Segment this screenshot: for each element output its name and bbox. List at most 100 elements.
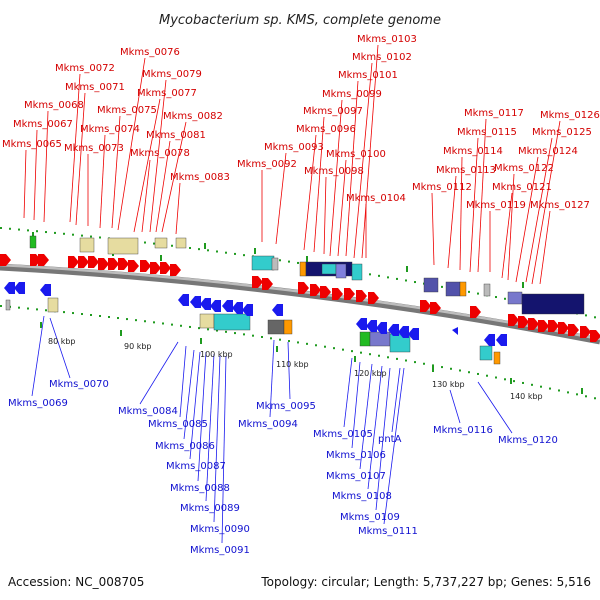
forward-gene-arrow: [108, 258, 119, 270]
forward-gene-arrow: [518, 316, 529, 328]
guide-dot: [216, 250, 218, 253]
scale-tick: [40, 322, 42, 328]
gene-label: Mkms_0092: [237, 159, 297, 170]
gene-label: Mkms_0079: [142, 69, 202, 80]
guide-dot: [504, 378, 506, 381]
reverse-gene-arrow: [398, 326, 409, 338]
gene-label: Mkms_0122: [494, 163, 554, 174]
gene-label: Mkms_0099: [322, 89, 382, 100]
forward-gene-arrow: [356, 290, 367, 302]
gene-label: Mkms_0067: [13, 119, 73, 130]
reverse-gene-arrow: [366, 320, 377, 332]
scale-tick: [160, 255, 162, 261]
guide-dot: [117, 317, 119, 320]
guide-dot: [297, 261, 299, 264]
guide-dot: [72, 312, 74, 315]
guide-dot: [63, 232, 65, 235]
leader-line: [449, 389, 461, 424]
gene-label: Mkms_0117: [464, 108, 524, 119]
guide-dot: [441, 285, 443, 288]
guide-dot: [477, 292, 479, 295]
guide-dot: [72, 233, 74, 236]
gene-features: [5, 235, 585, 365]
guide-dot: [243, 254, 245, 257]
leader-line: [469, 137, 479, 273]
forward-gene-arrow: [38, 254, 49, 266]
guide-dot: [288, 260, 290, 263]
guide-dot: [189, 246, 191, 249]
guide-dot: [225, 251, 227, 254]
feature-box: [5, 299, 11, 311]
label-leaders: [23, 44, 561, 544]
leader-line: [69, 73, 81, 223]
leader-line: [303, 134, 317, 251]
guide-dot: [0, 305, 2, 307]
feature-box: [493, 351, 501, 365]
guide-dot: [387, 276, 389, 279]
guide-dot: [90, 235, 92, 238]
forward-gene-arrow: [68, 256, 79, 268]
leader-line: [447, 175, 457, 269]
scale-tick: [432, 366, 434, 372]
gene-label: Mkms_0065: [2, 139, 62, 150]
gene-label: Mkms_0083: [170, 172, 230, 183]
guide-dot: [468, 371, 470, 374]
guide-dot: [270, 337, 272, 340]
scale-tick: [120, 330, 122, 336]
gene-label: Mkms_0116: [433, 425, 493, 436]
leader-line: [205, 353, 215, 502]
leader-line: [183, 349, 195, 440]
guide-dot: [549, 387, 551, 390]
gene-label: Mkms_0114: [443, 146, 503, 157]
feature-box: [521, 293, 585, 315]
guide-dot: [189, 325, 191, 328]
guide-dot: [585, 395, 587, 398]
leader-line: [275, 152, 287, 245]
guide-dot: [54, 231, 56, 234]
gene-label: Mkms_0097: [303, 106, 363, 117]
leader-line: [367, 365, 383, 490]
guide-dot: [423, 362, 425, 365]
forward-gene-arrow: [98, 258, 109, 270]
guide-dot: [180, 324, 182, 327]
leader-line: [323, 176, 327, 255]
guide-dot: [405, 279, 407, 282]
guide-dot: [531, 383, 533, 386]
guide-dot: [486, 374, 488, 377]
leader-line: [353, 62, 373, 259]
gene-label: Mkms_0070: [49, 379, 109, 390]
leader-line: [383, 367, 405, 525]
guide-dot: [243, 333, 245, 336]
gene-label: Mkms_0088: [170, 483, 230, 494]
leader-line: [343, 357, 353, 428]
gene-label: Mkms_0100: [326, 149, 386, 160]
guide-dot: [135, 319, 137, 322]
gene-label: Mkms_0069: [8, 398, 68, 409]
feature-box: [267, 319, 285, 335]
guide-dot: [171, 244, 173, 247]
guide-dot: [36, 308, 38, 311]
leader-line: [149, 79, 167, 233]
guide-dot: [468, 290, 470, 293]
guide-dot: [414, 361, 416, 364]
leader-line: [515, 156, 539, 283]
leader-line: [99, 134, 106, 229]
feature-box: [213, 313, 251, 331]
forward-gene-arrow: [558, 322, 569, 334]
forward-gene-arrow: [150, 262, 161, 274]
forward-gene-arrow: [298, 282, 309, 294]
gene-label: Mkms_0095: [256, 401, 316, 412]
forward-gene-arrow: [262, 278, 273, 290]
feature-box: [107, 237, 139, 255]
leader-line: [351, 361, 361, 449]
leader-line: [111, 115, 121, 229]
guide-dot: [234, 332, 236, 335]
gene-label: Mkms_0105: [313, 429, 373, 440]
feature-box: [47, 297, 59, 313]
leader-line: [189, 351, 201, 460]
gene-label: Mkms_0119: [466, 200, 526, 211]
leader-line: [391, 367, 401, 433]
gene-label: Mkms_0096: [296, 124, 356, 135]
forward-gene-arrow: [590, 330, 600, 342]
guide-dot: [369, 353, 371, 356]
